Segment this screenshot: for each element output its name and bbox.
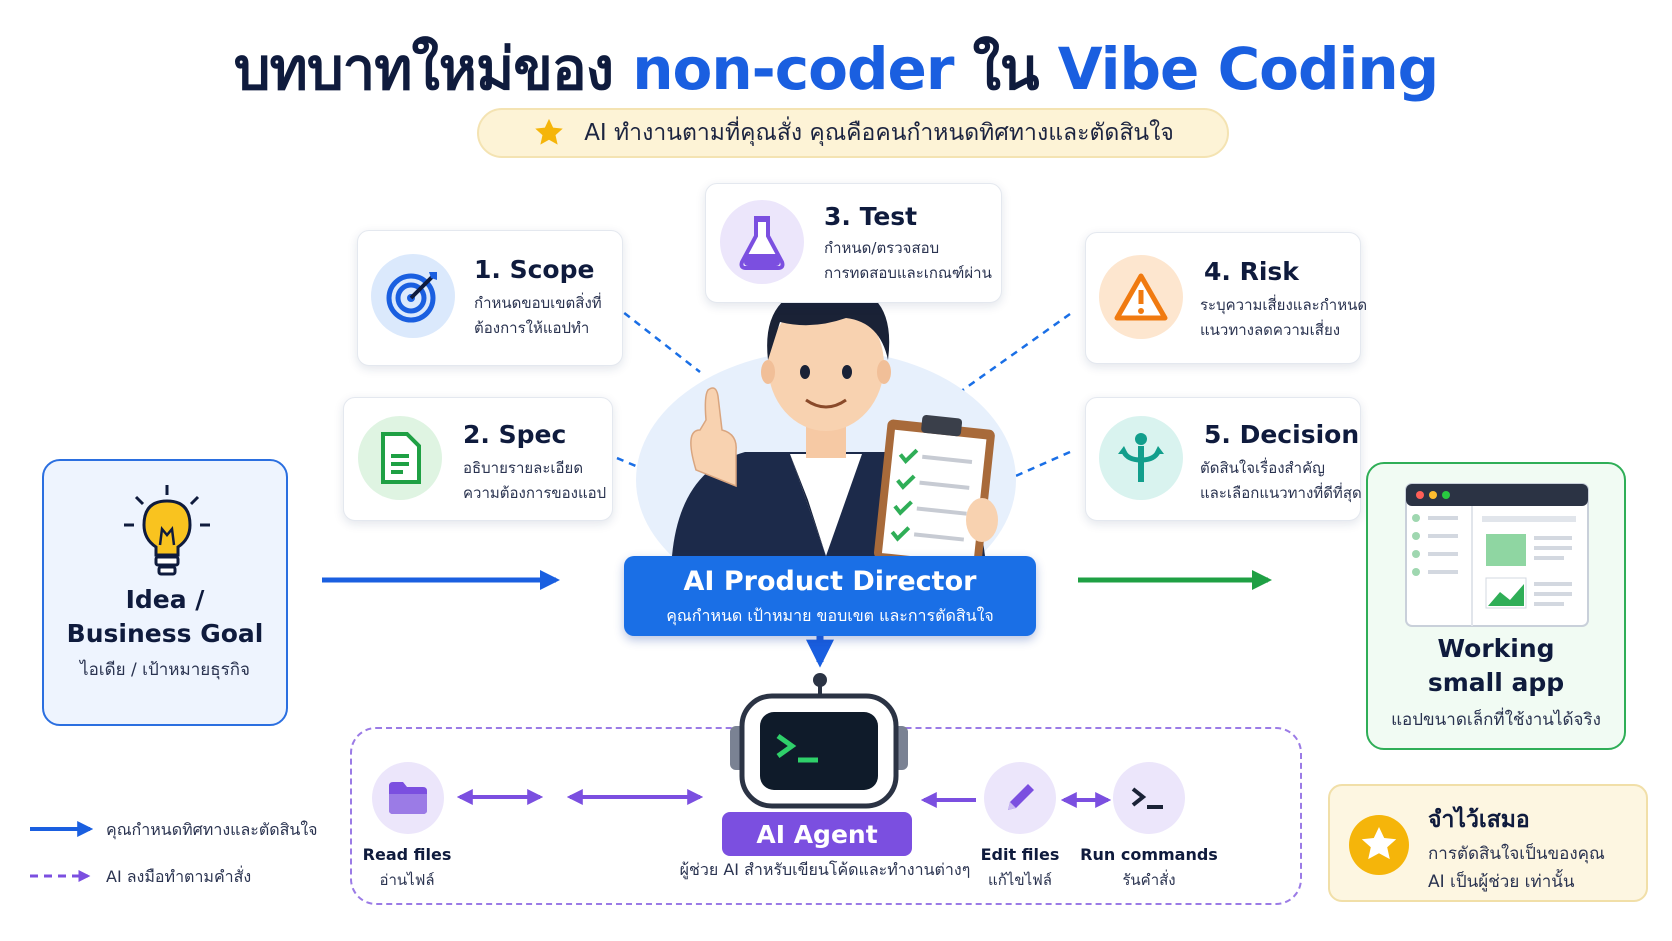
document-icon	[358, 416, 442, 500]
tool-read-files-sub: อ่านไฟล์	[379, 871, 435, 889]
warning-icon	[1099, 255, 1183, 339]
step-card-scope: 1. Scope กำหนดขอบเขตสิ่งที่ ต้องการให้แอ…	[357, 230, 623, 366]
ai-product-director-banner: AI Product Director คุณกำหนด เป้าหมาย ขอ…	[624, 556, 1036, 636]
tool-read-files-title: Read files	[362, 845, 452, 864]
step-title: 3. Test	[824, 202, 918, 231]
step-card-risk: 4. Risk ระบุความเสี่ยงและกำหนด แนวทางลดค…	[1085, 232, 1367, 364]
remember-box: จำไว้เสมอ การตัดสินใจเป็นของคุณ AI เป็นผ…	[1328, 784, 1648, 902]
step-title: 4. Risk	[1204, 257, 1299, 286]
idea-subtitle: ไอเดีย / เป้าหมายธุรกิจ	[80, 660, 250, 680]
title-highlight-vibe-coding: Vibe Coding	[1057, 35, 1439, 103]
legend-solid-label: คุณกำหนดทิศทางและตัดสินใจ	[106, 820, 318, 839]
step-desc-line2: และเลือกแนวทางที่ดีที่สุด	[1200, 484, 1362, 502]
step-desc-line2: ความต้องการของแอป	[463, 484, 607, 502]
subtitle-pill: AI ทำงานตามที่คุณสั่ง คุณคือคนกำหนดทิศทา…	[477, 108, 1229, 158]
working-small-app-box: Working small app แอปขนาดเล็กที่ใช้งานได…	[1366, 462, 1626, 750]
decision-icon	[1099, 416, 1183, 500]
step-desc-line2: ต้องการให้แอปทำ	[474, 319, 590, 337]
step-desc-line1: ระบุความเสี่ยงและกำหนด	[1200, 296, 1368, 314]
ai-agent-subtitle: ผู้ช่วย AI สำหรับเขียนโค้ดและทำงานต่างๆ	[679, 860, 971, 879]
subtitle-text: AI ทำงานตามที่คุณสั่ง คุณคือคนกำหนดทิศทา…	[584, 120, 1174, 146]
tool-edit-files-title: Edit files	[980, 845, 1060, 864]
step-desc-line1: อธิบายรายละเอียด	[463, 459, 584, 477]
app-window-icon	[1405, 483, 1589, 627]
title-highlight-noncoder: non-coder	[632, 35, 954, 103]
idea-title-line2: Business Goal	[66, 619, 264, 648]
app-title-line2: small app	[1427, 668, 1565, 697]
step-desc-line2: แนวทางลดความเสี่ยง	[1200, 321, 1341, 339]
step-card-decision: 5. Decision ตัดสินใจเรื่องสำคัญ และเลือก…	[1085, 397, 1362, 521]
tool-run-commands-title: Run commands	[1080, 845, 1218, 864]
remember-line1: การตัดสินใจเป็นของคุณ	[1428, 844, 1605, 864]
lightbulb-icon	[124, 485, 210, 576]
idea-title-line1: Idea /	[125, 585, 205, 614]
idea-business-goal-box: Idea / Business Goal ไอเดีย / เป้าหมายธุ…	[42, 459, 288, 726]
connector-scope	[613, 304, 701, 373]
star-badge-icon	[1349, 815, 1409, 875]
page-title: บทบาทใหม่ของ non-coder ใน Vibe Coding	[0, 22, 1672, 115]
legend-dashed-label: AI ลงมือทำตามคำสั่ง	[106, 867, 252, 886]
title-part1: บทบาทใหม่ของ	[233, 35, 633, 103]
tool-edit-files-sub: แก้ไขไฟล์	[988, 871, 1052, 889]
step-desc-line1: กำหนด/ตรวจสอบ	[824, 239, 940, 257]
remember-line2: AI เป็นผู้ช่วย เท่านั้น	[1428, 872, 1575, 892]
connector-risk	[959, 312, 1071, 394]
target-icon	[371, 254, 455, 338]
star-icon	[535, 118, 563, 145]
step-desc-line1: ตัดสินใจเรื่องสำคัญ	[1200, 459, 1325, 477]
step-card-spec: 2. Spec อธิบายรายละเอียด ความต้องการของแ…	[343, 397, 613, 521]
terminal-icon	[1113, 762, 1185, 834]
pencil-icon	[984, 762, 1056, 834]
director-title: AI Product Director	[683, 566, 977, 597]
step-title: 5. Decision	[1204, 420, 1360, 449]
step-title: 1. Scope	[474, 255, 595, 284]
folder-icon	[372, 762, 444, 834]
step-desc-line1: กำหนดขอบเขตสิ่งที่	[474, 294, 602, 312]
flask-icon	[720, 200, 804, 284]
remember-title: จำไว้เสมอ	[1428, 807, 1530, 833]
app-subtitle: แอปขนาดเล็กที่ใช้งานได้จริง	[1391, 710, 1601, 730]
ai-agent-label: AI Agent	[722, 812, 912, 856]
director-subtitle: คุณกำหนด เป้าหมาย ขอบเขต และการตัดสินใจ	[666, 606, 994, 625]
step-card-test: 3. Test กำหนด/ตรวจสอบ การทดสอบและเกณฑ์ผ่…	[705, 183, 1002, 303]
title-part2: ใน	[953, 35, 1058, 103]
app-title-line1: Working	[1437, 634, 1555, 663]
step-title: 2. Spec	[463, 420, 567, 449]
step-desc-line2: การทดสอบและเกณฑ์ผ่าน	[824, 264, 992, 282]
tool-run-commands-sub: รันคำสั่ง	[1122, 871, 1176, 889]
